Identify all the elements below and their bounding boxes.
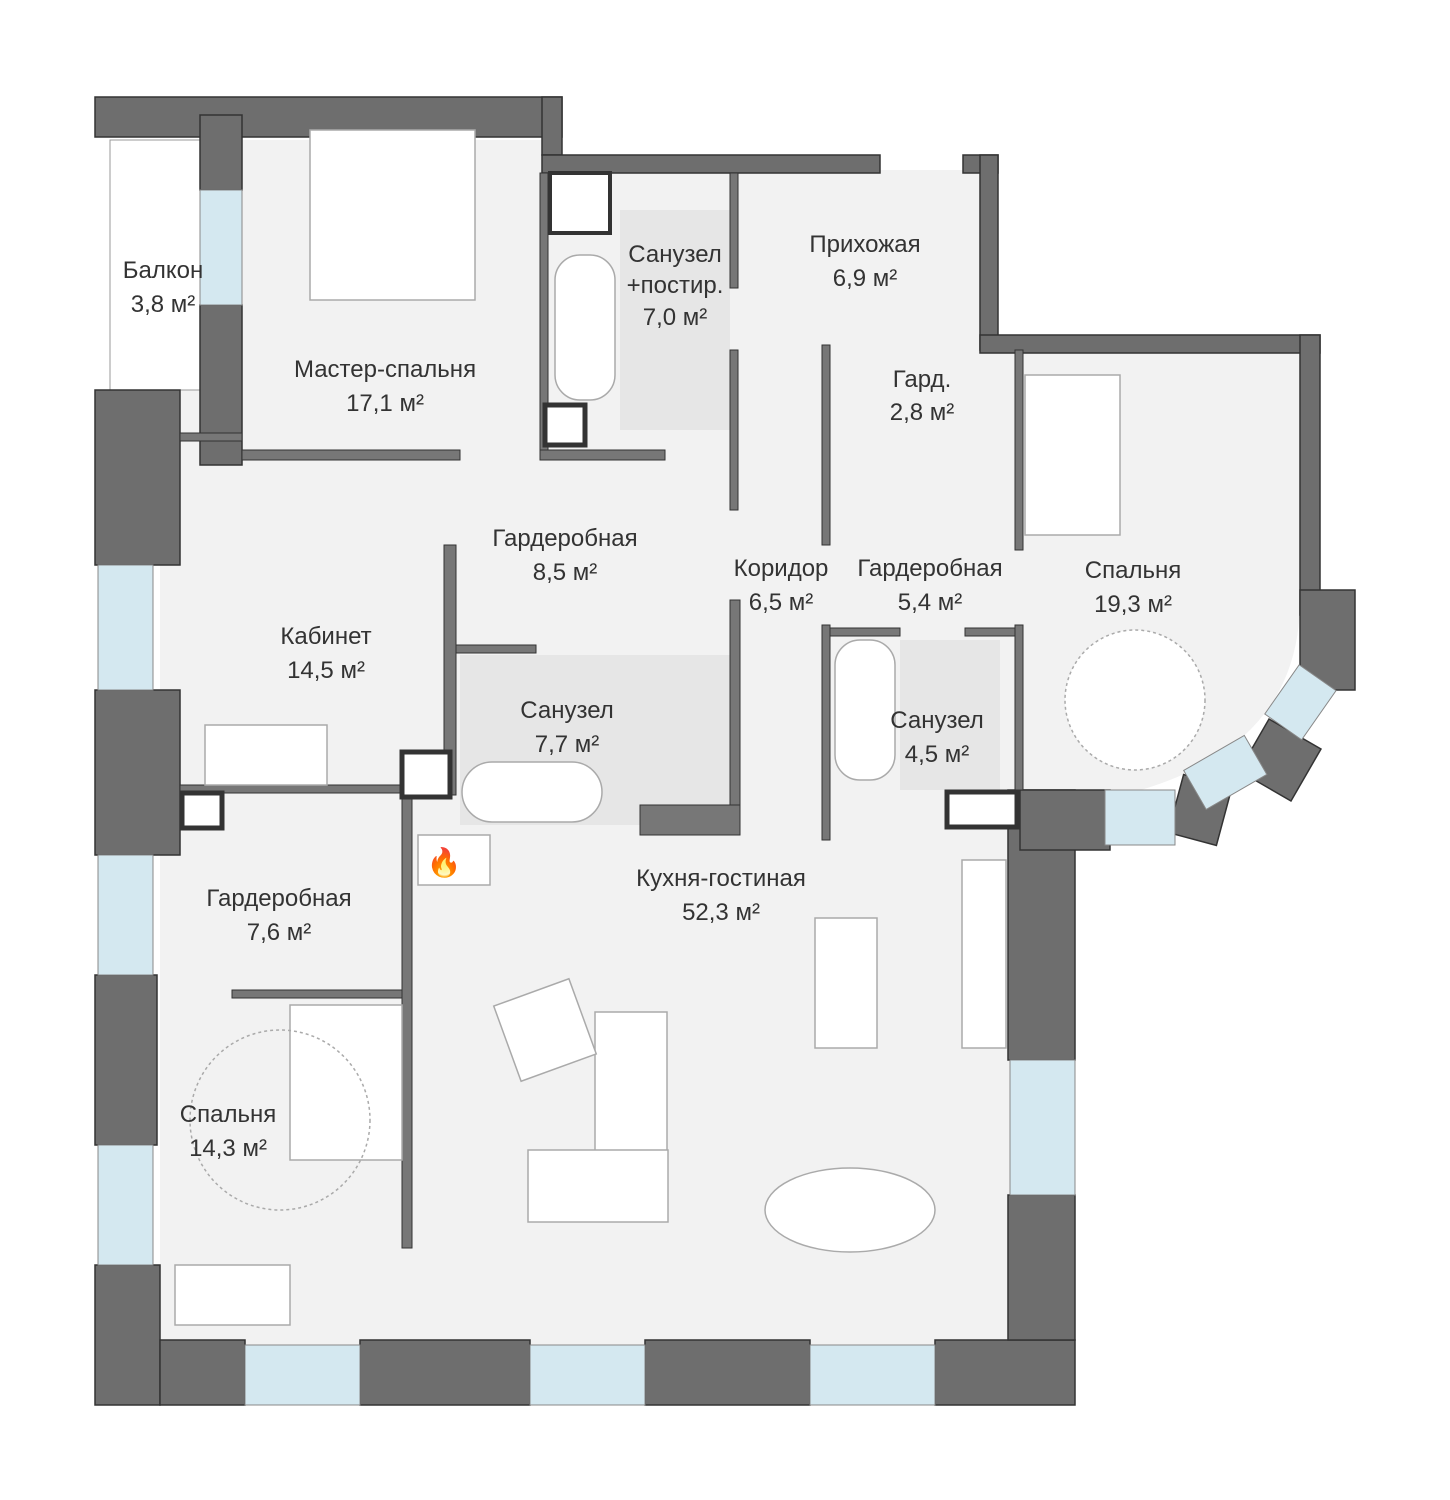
dining-table bbox=[764, 1167, 936, 1253]
small-rug bbox=[189, 1029, 371, 1211]
master-bed bbox=[309, 129, 476, 301]
room-name-bath-2: Санузел bbox=[520, 697, 614, 724]
bathtub-2 bbox=[461, 761, 603, 823]
room-area-wardrobe-2: 5,4 м² bbox=[898, 589, 963, 616]
room-name-balcony: Балкон bbox=[123, 257, 203, 284]
room-area-master: 17,1 м² bbox=[346, 390, 424, 417]
room-area-kitchen-living: 52,3 м² bbox=[682, 899, 760, 926]
sofa-2 bbox=[527, 1149, 669, 1223]
room-name-bedroom-1: Спальня bbox=[1085, 557, 1181, 584]
bath-tile-1 bbox=[620, 210, 730, 430]
room-name-wardrobe-1: Гардеробная bbox=[492, 525, 637, 552]
bedroom-bed bbox=[1024, 374, 1121, 536]
room-area-hall: 6,9 м² bbox=[833, 265, 898, 292]
fireplace bbox=[417, 834, 491, 886]
fire-icon: 🔥 bbox=[427, 846, 462, 879]
room-area-wardrobe-3: 7,6 м² bbox=[247, 919, 312, 946]
windows bbox=[97, 189, 1337, 1406]
room-name-corridor: Коридор bbox=[734, 555, 829, 582]
room-name-bath-laundry-2: +постир. bbox=[627, 272, 724, 299]
room-name-wardrobe-2: Гардеробная bbox=[857, 555, 1002, 582]
room-area-closet-small: 2,8 м² bbox=[890, 399, 955, 426]
bedroom-rug bbox=[1064, 629, 1206, 771]
kitchen-counter bbox=[961, 859, 1007, 1049]
room-area-balcony: 3,8 м² bbox=[131, 291, 196, 318]
room-name-office: Кабинет bbox=[280, 623, 371, 650]
bed-small bbox=[289, 1004, 403, 1161]
sofa bbox=[594, 1011, 668, 1153]
office-desk bbox=[204, 724, 328, 786]
room-area-bath-laundry: 7,0 м² bbox=[643, 304, 708, 331]
room-name-bedroom-2: Спальня bbox=[180, 1101, 276, 1128]
room-name-closet-small: Гард. bbox=[893, 366, 951, 393]
room-area-bedroom-1: 19,3 м² bbox=[1094, 591, 1172, 618]
room-name-bath-3: Санузел bbox=[890, 707, 984, 734]
room-name-hall: Прихожая bbox=[809, 231, 920, 258]
furniture: 🔥 bbox=[174, 129, 1206, 1326]
room-name-bath-laundry: Санузел bbox=[628, 241, 722, 268]
coffee-table bbox=[492, 977, 598, 1083]
room-area-wardrobe-1: 8,5 м² bbox=[533, 559, 598, 586]
room-area-office: 14,5 м² bbox=[287, 657, 365, 684]
partitions bbox=[179, 171, 1024, 1249]
room-area-bath-2: 7,7 м² bbox=[535, 731, 600, 758]
bath-tile-3 bbox=[900, 640, 1000, 790]
room-labels: Балкон 3,8 м² Мастер-спальня 17,1 м² Сан… bbox=[123, 231, 1181, 1162]
kitchen-island bbox=[814, 917, 878, 1049]
room-name-kitchen-living: Кухня-гостиная bbox=[636, 865, 806, 892]
bathtub-1 bbox=[554, 254, 616, 401]
desk-small bbox=[174, 1264, 291, 1326]
room-area-bath-3: 4,5 м² bbox=[905, 741, 970, 768]
room-area-corridor: 6,5 м² bbox=[749, 589, 814, 616]
room-area-bedroom-2: 14,3 м² bbox=[189, 1135, 267, 1162]
bathtub-3 bbox=[834, 639, 896, 781]
room-name-master: Мастер-спальня bbox=[294, 356, 476, 383]
room-name-wardrobe-3: Гардеробная bbox=[206, 885, 351, 912]
